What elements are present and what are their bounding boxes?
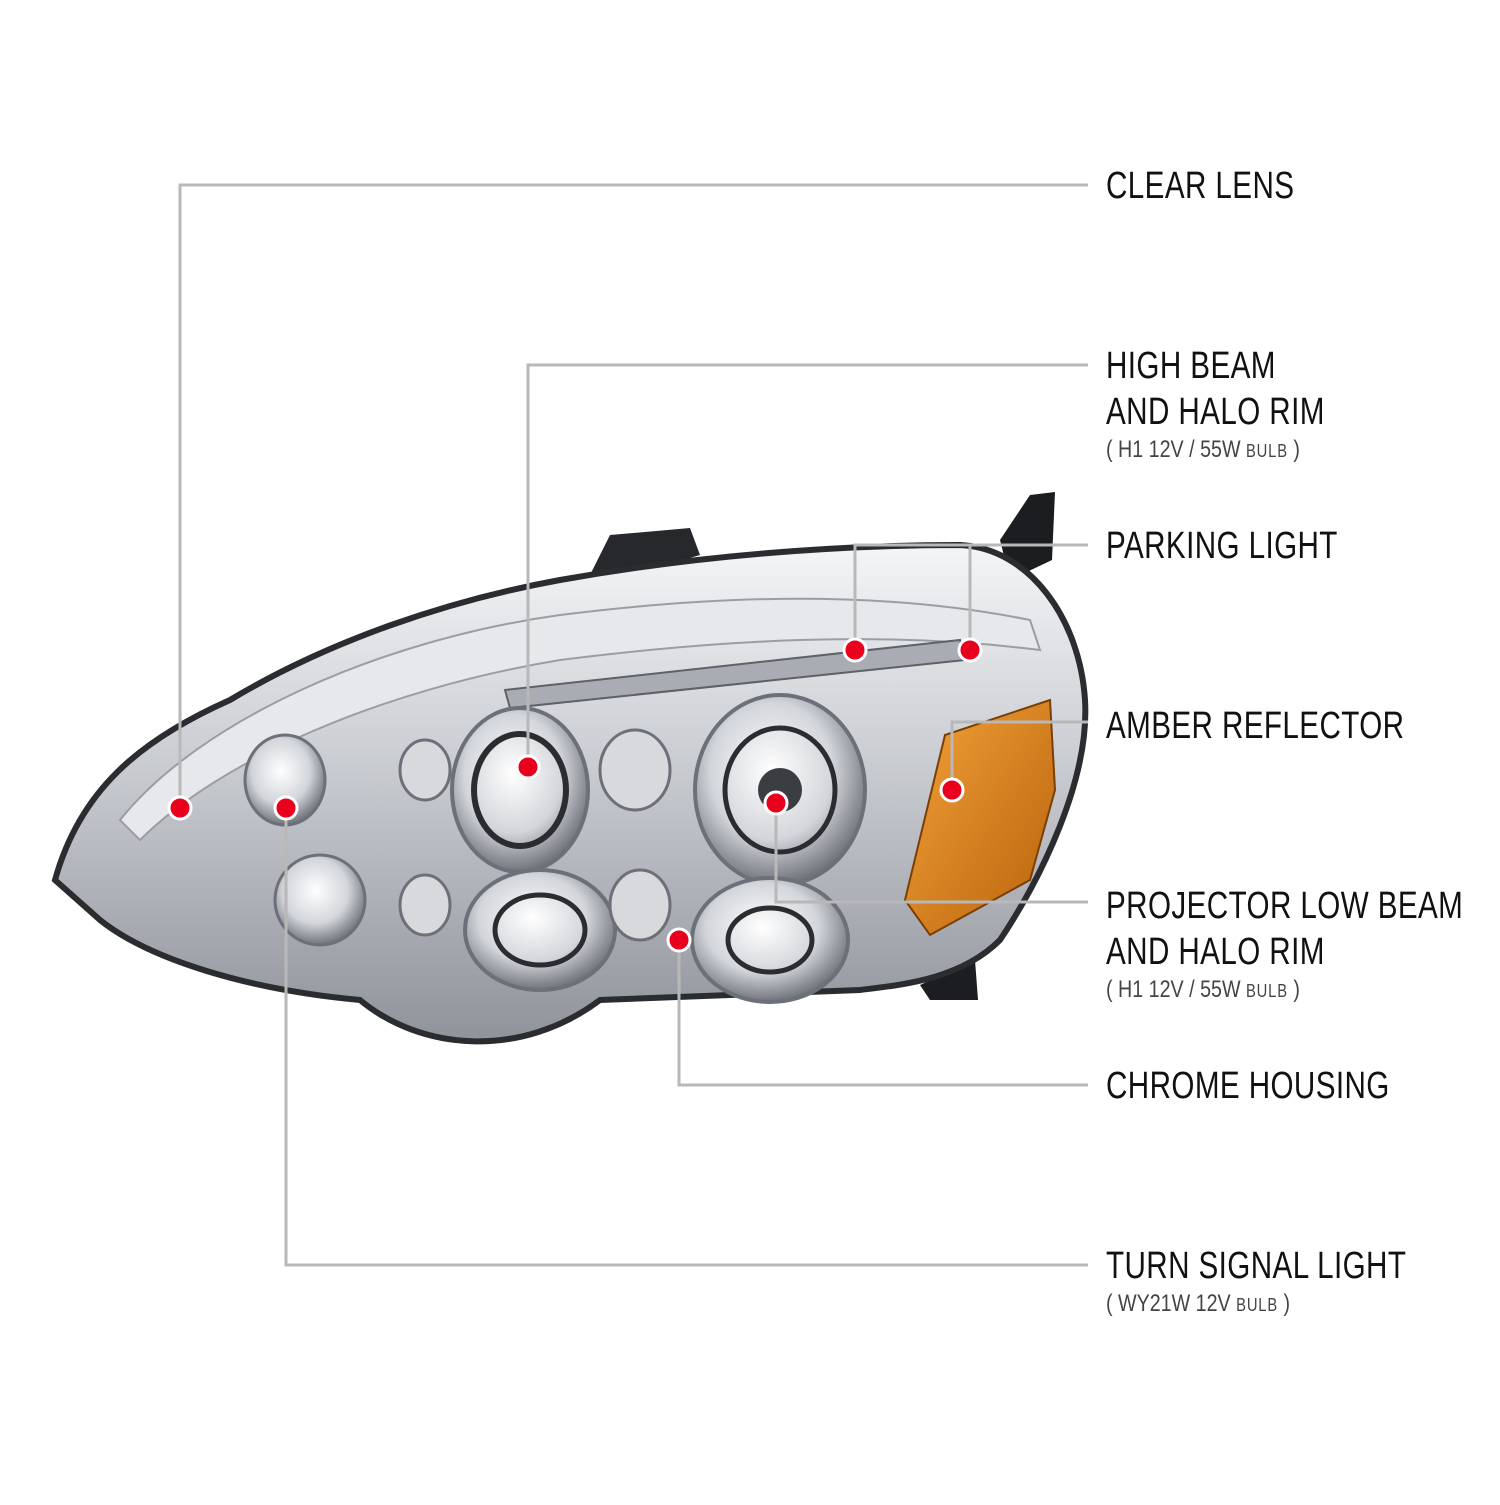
callout-title: TURN SIGNAL LIGHT [1106,1245,1407,1287]
mounting-tab-rear [1000,492,1055,580]
callout-spec: ( WY21W 12V BULB ) [1106,1290,1291,1317]
callout-chrome-housing: CHROME HOUSING [1106,1063,1470,1109]
callout-title: PARKING LIGHT [1106,525,1338,567]
leader-amber-reflector [950,720,1088,790]
leader-turn-signal [284,808,1088,1267]
lens-upper-strip [118,597,1042,842]
lower-outer-ring [690,876,850,1004]
callout-high-beam: HIGH BEAM AND HALO RIM ( H1 12V / 55W BU… [1106,343,1386,466]
projector-low-beam-ring [693,693,867,887]
callout-spec: ( H1 12V / 55W BULB ) [1106,976,1300,1003]
lower-inner-ring [463,868,617,992]
leader-clear-lens [178,183,1088,808]
callout-title: CLEAR LENS [1106,165,1295,207]
callout-projector-low-beam: PROJECTOR LOW BEAM AND HALO RIM ( H1 12V… [1106,883,1500,1006]
leader-projector [774,803,1088,904]
small-reflectors [398,728,672,942]
callout-parking-light: PARKING LIGHT [1106,523,1403,569]
turn-signal-bulb [243,733,367,947]
leader-high-beam [526,363,1088,767]
mounting-tab-bottom [920,960,978,1000]
marker-parking-light-2 [957,637,983,663]
spec-main: H1 12V / 55W [1118,976,1241,1003]
marker-chrome-housing [666,927,692,953]
spec-unit: BULB [1236,1295,1279,1315]
callout-title-line2: AND HALO RIM [1106,931,1325,973]
spec-main: H1 12V / 55W [1118,436,1241,463]
marker-dots [167,637,983,953]
spec-unit: BULB [1246,441,1288,461]
callout-spec: ( H1 12V / 55W BULB ) [1106,436,1300,463]
callout-clear-lens: CLEAR LENS [1106,163,1348,209]
amber-reflector-shape [903,698,1057,937]
high-beam-ring [450,706,590,874]
marker-projector [763,790,789,816]
callout-title: HIGH BEAM [1106,345,1276,387]
marker-clear-lens [167,795,193,821]
marker-parking-light-1 [842,637,868,663]
marker-turn-signal [273,795,299,821]
marker-amber-reflector [939,777,965,803]
callout-turn-signal: TURN SIGNAL LIGHT ( WY21W 12V BULB ) [1106,1243,1491,1320]
spec-unit: BULB [1246,981,1288,1001]
callout-amber-reflector: AMBER REFLECTOR [1106,703,1489,749]
leader-chrome-housing [677,940,1088,1087]
callout-title: CHROME HOUSING [1106,1065,1390,1107]
callout-title: AMBER REFLECTOR [1106,705,1405,747]
leader-lines [178,183,1088,1267]
marker-high-beam [515,754,541,780]
callout-title: PROJECTOR LOW BEAM [1106,885,1464,927]
callout-title-line2: AND HALO RIM [1106,391,1325,433]
spec-main: WY21W 12V [1118,1290,1231,1317]
leader-parking-light [853,543,1088,650]
